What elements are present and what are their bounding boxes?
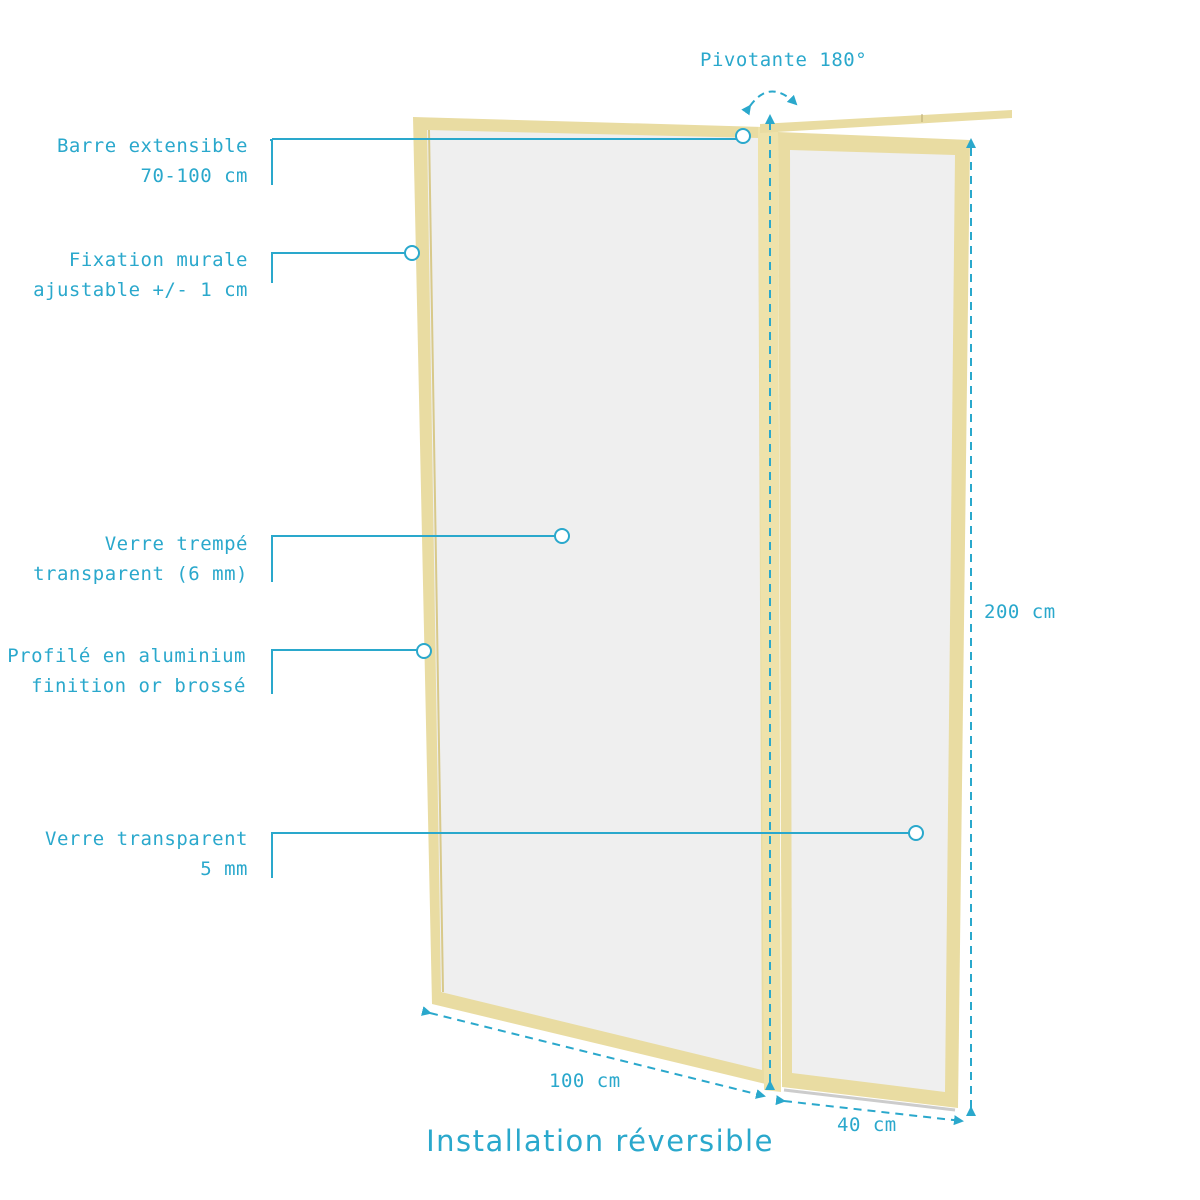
callout-leaders xyxy=(270,138,909,878)
width-swing-dimension-line xyxy=(775,1095,964,1126)
height-label: 200 cm xyxy=(984,601,1056,623)
extensible-bar xyxy=(760,110,1012,133)
rotation-arrow-icon xyxy=(741,90,798,116)
diagram-title: Installation réversible xyxy=(426,1124,774,1158)
callout-markers xyxy=(404,128,924,841)
main-glass-panel xyxy=(413,117,770,1085)
pivot-label: Pivotante 180° xyxy=(700,49,868,71)
width-swing-label: 40 cm xyxy=(837,1114,897,1136)
width-main-label: 100 cm xyxy=(549,1070,621,1092)
swing-glass-panel xyxy=(778,132,970,1112)
width-main-dimension-line xyxy=(421,1006,766,1099)
